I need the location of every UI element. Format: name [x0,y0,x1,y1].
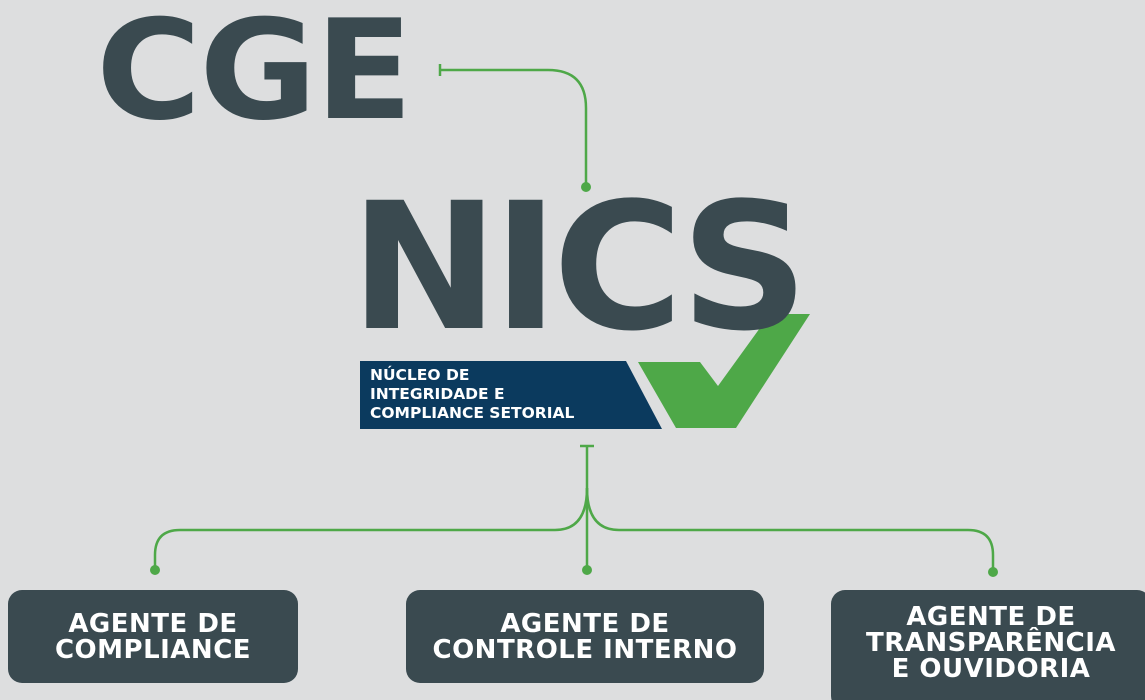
agent-controle-interno-line: CONTROLE INTERNO [432,634,738,665]
nics-banner [360,361,662,429]
cge-title: CGE [96,0,413,151]
agent-transparencia-line: TRANSPARÊNCIA [865,628,1117,658]
nics-agents-connector [153,444,995,570]
agent-compliance-line: COMPLIANCE [54,634,252,665]
agent-compliance-box: AGENTE DE COMPLIANCE [8,590,298,683]
agent-2-connector-dot [582,565,592,575]
agent-compliance-line: AGENTE DE [68,608,238,639]
agent-1-connector-dot [150,565,160,575]
agent-transparencia-line: AGENTE DE [906,602,1076,632]
nics-subtitle: NÚCLEO DE INTEGRIDADE E COMPLIANCE SETOR… [370,366,574,423]
check-mark-icon [638,314,810,428]
cge-nics-connector [438,64,588,186]
agent-transparencia-line: E OUVIDORIA [891,654,1091,684]
agent-3-connector-dot [988,567,998,577]
nics-subtitle-line: NÚCLEO DE [370,366,470,384]
nics-subtitle-line: INTEGRIDADE E [370,385,505,403]
agent-controle-interno-line: AGENTE DE [500,608,670,639]
agent-transparencia-box: AGENTE DE TRANSPARÊNCIA E OUVIDORIA [831,590,1145,700]
nics-title: NICS [350,165,809,370]
cge-nics-connector-dot [581,182,591,192]
nics-subtitle-line: COMPLIANCE SETORIAL [370,404,575,422]
agent-controle-interno-box: AGENTE DE CONTROLE INTERNO [406,590,764,683]
